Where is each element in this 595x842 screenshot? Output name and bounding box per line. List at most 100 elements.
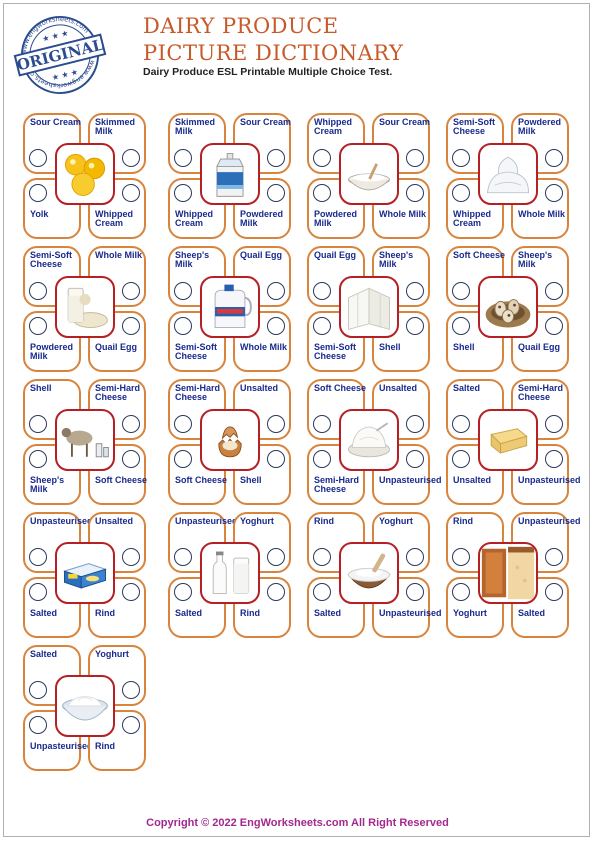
answer-radio[interactable] xyxy=(267,415,285,433)
answer-radio[interactable] xyxy=(406,450,424,468)
answer-radio[interactable] xyxy=(29,716,47,734)
question-card-1: Sour Cream Skimmed Milk Yolk Whipped Cre… xyxy=(23,113,148,239)
answer-radio[interactable] xyxy=(122,716,140,734)
option-bottom-left[interactable]: Salted xyxy=(168,577,226,638)
answer-radio[interactable] xyxy=(174,317,192,335)
answer-radio[interactable] xyxy=(29,583,47,601)
answer-radio[interactable] xyxy=(29,184,47,202)
option-bottom-right[interactable]: Whipped Cream xyxy=(88,178,146,239)
answer-radio[interactable] xyxy=(452,415,470,433)
answer-radio[interactable] xyxy=(406,282,424,300)
answer-radio[interactable] xyxy=(406,548,424,566)
answer-radio[interactable] xyxy=(545,583,563,601)
answer-radio[interactable] xyxy=(313,583,331,601)
option-label: Whole Milk xyxy=(95,250,142,260)
answer-radio[interactable] xyxy=(267,149,285,167)
answer-radio[interactable] xyxy=(29,415,47,433)
answer-radio[interactable] xyxy=(267,450,285,468)
option-bottom-right[interactable]: Unpasteurised xyxy=(372,444,442,505)
option-label: Salted xyxy=(453,383,481,393)
answer-radio[interactable] xyxy=(452,184,470,202)
answer-radio[interactable] xyxy=(122,681,140,699)
question-card-15: Rind Yoghurt Salted Unpasteurised xyxy=(307,512,442,638)
option-label: Unpasteurised xyxy=(379,475,442,485)
option-label: Semi-Hard Cheese xyxy=(95,383,141,402)
option-bottom-right[interactable]: Shell xyxy=(372,311,430,372)
option-label: Quail Egg xyxy=(240,250,283,260)
option-label: Whipped Cream xyxy=(314,117,352,136)
answer-radio[interactable] xyxy=(545,450,563,468)
title-line-2: PICTURE DICTIONARY xyxy=(143,41,404,65)
option-top-left[interactable]: Soft Cheese xyxy=(307,379,366,440)
answer-radio[interactable] xyxy=(545,184,563,202)
answer-radio[interactable] xyxy=(452,583,470,601)
answer-radio[interactable] xyxy=(174,583,192,601)
answer-radio[interactable] xyxy=(545,317,563,335)
answer-radio[interactable] xyxy=(122,583,140,601)
answer-radio[interactable] xyxy=(452,548,470,566)
semi-hard-cheese-picture xyxy=(478,409,538,471)
answer-radio[interactable] xyxy=(174,149,192,167)
option-bottom-left[interactable]: Soft Cheese xyxy=(168,444,227,505)
answer-radio[interactable] xyxy=(267,184,285,202)
option-label: Unsalted xyxy=(95,516,134,526)
answer-radio[interactable] xyxy=(174,450,192,468)
answer-radio[interactable] xyxy=(406,317,424,335)
question-card-3: Whipped Cream Sour Cream Powdered Milk W… xyxy=(307,113,432,239)
option-top-left[interactable]: Semi-Soft Cheese xyxy=(23,246,81,307)
answer-radio[interactable] xyxy=(122,317,140,335)
answer-radio[interactable] xyxy=(122,149,140,167)
answer-radio[interactable] xyxy=(452,450,470,468)
answer-radio[interactable] xyxy=(313,317,331,335)
answer-radio[interactable] xyxy=(406,583,424,601)
whipped-cream-picture xyxy=(478,143,538,205)
option-label: Unsalted xyxy=(240,383,279,393)
option-label: Sour Cream xyxy=(30,117,82,127)
answer-radio[interactable] xyxy=(267,548,285,566)
answer-radio[interactable] xyxy=(452,317,470,335)
answer-radio[interactable] xyxy=(545,282,563,300)
answer-radio[interactable] xyxy=(122,548,140,566)
answer-radio[interactable] xyxy=(545,149,563,167)
answer-radio[interactable] xyxy=(452,149,470,167)
answer-radio[interactable] xyxy=(406,149,424,167)
answer-radio[interactable] xyxy=(29,548,47,566)
answer-radio[interactable] xyxy=(452,282,470,300)
yoghurt-bowl-picture xyxy=(55,675,115,737)
answer-radio[interactable] xyxy=(267,583,285,601)
answer-radio[interactable] xyxy=(122,450,140,468)
answer-radio[interactable] xyxy=(267,317,285,335)
answer-radio[interactable] xyxy=(313,415,331,433)
unsalted-butter-picture xyxy=(55,542,115,604)
answer-radio[interactable] xyxy=(29,149,47,167)
answer-radio[interactable] xyxy=(267,282,285,300)
option-label: Soft Cheese xyxy=(95,475,148,485)
answer-radio[interactable] xyxy=(313,450,331,468)
answer-radio[interactable] xyxy=(313,149,331,167)
option-bottom-left[interactable]: Unsalted xyxy=(446,444,504,505)
answer-radio[interactable] xyxy=(29,450,47,468)
answer-radio[interactable] xyxy=(174,184,192,202)
option-label: Powdered Milk xyxy=(518,117,562,136)
answer-radio[interactable] xyxy=(545,415,563,433)
option-bottom-right[interactable]: Shell xyxy=(233,444,291,505)
answer-radio[interactable] xyxy=(29,282,47,300)
answer-radio[interactable] xyxy=(174,548,192,566)
answer-radio[interactable] xyxy=(545,548,563,566)
option-bottom-left[interactable]: Unpasteurised xyxy=(23,710,93,771)
answer-radio[interactable] xyxy=(122,184,140,202)
answer-radio[interactable] xyxy=(174,282,192,300)
option-label: Powdered Milk xyxy=(314,209,358,228)
answer-radio[interactable] xyxy=(174,415,192,433)
answer-radio[interactable] xyxy=(406,415,424,433)
answer-radio[interactable] xyxy=(313,548,331,566)
answer-radio[interactable] xyxy=(313,184,331,202)
option-label: Semi-Soft Cheese xyxy=(453,117,496,136)
answer-radio[interactable] xyxy=(122,415,140,433)
answer-radio[interactable] xyxy=(29,681,47,699)
answer-radio[interactable] xyxy=(313,282,331,300)
answer-radio[interactable] xyxy=(29,317,47,335)
answer-radio[interactable] xyxy=(122,282,140,300)
soft-cheese-picture xyxy=(339,409,399,471)
answer-radio[interactable] xyxy=(406,184,424,202)
